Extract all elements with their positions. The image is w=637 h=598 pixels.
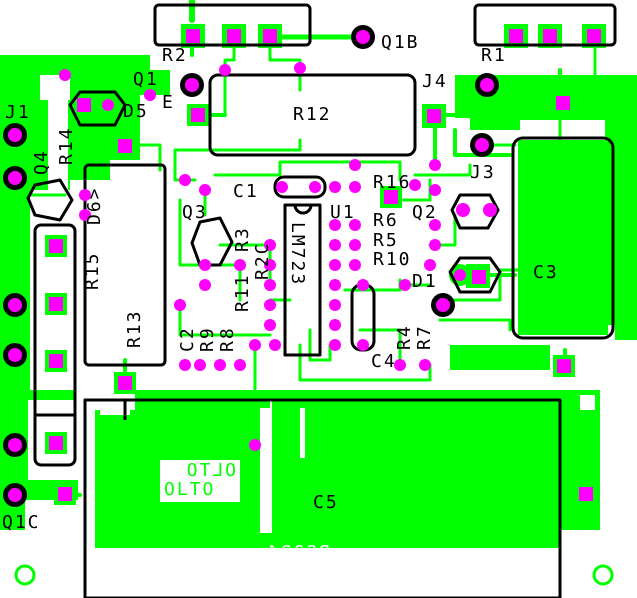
pad-j3[interactable] — [470, 133, 494, 157]
label-d6: D6> — [84, 186, 105, 225]
pad-d1-k[interactable] — [431, 293, 455, 317]
pad-d5-b[interactable] — [102, 99, 114, 111]
pad-q1c[interactable] — [3, 483, 27, 507]
label-ps224: PS224 — [266, 542, 330, 563]
outline-q2 — [450, 193, 500, 230]
label-r6: R6 — [373, 210, 399, 231]
outline-r15 — [33, 223, 77, 467]
mounting-hole-left — [14, 564, 36, 586]
label-e: E — [162, 92, 175, 113]
pad-j4[interactable] — [475, 73, 499, 97]
outline-q4 — [26, 178, 74, 222]
pad-left-a[interactable] — [3, 293, 27, 317]
outline-r2-header — [153, 3, 312, 47]
outline-r13 — [83, 163, 167, 367]
vias — [59, 62, 441, 451]
pad-q1[interactable] — [180, 73, 204, 97]
clearance-5 — [260, 408, 272, 533]
copper-layer — [0, 55, 637, 548]
label-c5: C5 — [313, 492, 339, 513]
clearance-2 — [48, 100, 68, 200]
label-r15: R15 — [82, 251, 103, 290]
label-olto-1: OLTO — [185, 460, 236, 481]
label-r2c: R2C — [252, 241, 273, 280]
label-r16: R16 — [373, 172, 412, 193]
label-r9: R9 — [197, 326, 218, 352]
label-j1: J1 — [5, 102, 31, 123]
outline-q3 — [190, 216, 234, 267]
label-r2: R2 — [162, 45, 188, 66]
label-r10: R10 — [373, 249, 412, 270]
label-c4: C4 — [371, 351, 397, 372]
pad-left-b[interactable] — [3, 343, 27, 367]
label-d1: D1 — [412, 271, 438, 292]
label-r12: R12 — [293, 104, 332, 125]
outline-r1-header — [473, 3, 617, 47]
label-r8: R8 — [217, 326, 238, 352]
label-r7: R7 — [414, 324, 435, 350]
pad-q2-2[interactable] — [483, 203, 497, 217]
label-r3: R3 — [232, 226, 253, 252]
pad-q2-1[interactable] — [456, 203, 470, 217]
label-q3: Q3 — [182, 202, 208, 223]
label-r13: R13 — [124, 309, 145, 348]
olto-mark: OLTO OLTO — [160, 460, 240, 502]
pad-left-c[interactable] — [3, 433, 27, 457]
silkscreen — [26, 3, 617, 598]
label-q2: Q2 — [412, 202, 438, 223]
copper-pour-bottom-band — [140, 395, 600, 435]
pad-d5-sq[interactable] — [77, 98, 91, 112]
label-j3: J3 — [470, 162, 496, 183]
label-q1: Q1 — [133, 69, 159, 90]
pad-d6-sq[interactable] — [118, 139, 132, 153]
outline-d5 — [68, 90, 127, 127]
label-r1: R1 — [481, 45, 507, 66]
copper-pour-c3-neck — [450, 345, 550, 370]
label-c2: C2 — [177, 326, 198, 352]
outline-c3 — [511, 136, 615, 340]
label-q4: Q4 — [31, 149, 52, 175]
clearance-7 — [580, 395, 595, 410]
clearance-6 — [300, 408, 305, 458]
outline-r12 — [208, 73, 417, 157]
copper-pour-left — [0, 55, 170, 530]
label-olto-2: OLTO — [164, 479, 215, 500]
c3-copper-body — [518, 140, 608, 335]
outline-c1 — [273, 175, 327, 199]
label-q1b: Q1B — [381, 32, 420, 53]
label-r14: R14 — [56, 126, 77, 165]
circle-pads — [3, 25, 614, 586]
label-r11: R11 — [232, 273, 253, 312]
outline-lm723 — [283, 203, 322, 357]
pad-q1b[interactable] — [351, 25, 375, 49]
label-j4: J4 — [422, 71, 448, 92]
pad-j1[interactable] — [3, 123, 27, 147]
mounting-hole-right — [592, 564, 614, 586]
label-c1: C1 — [233, 181, 259, 202]
label-r5: R5 — [373, 230, 399, 251]
labels: Q1B R2 R1 Q1 E J4 J1 D5 R12 J3 C1 R16 Q3… — [2, 32, 559, 563]
label-d5: D5 — [123, 101, 149, 122]
label-lm723: LM723 — [287, 222, 308, 286]
outline-d1 — [448, 256, 502, 294]
label-r4: R4 — [394, 324, 415, 350]
outline-c5 — [83, 398, 562, 598]
label-u1: U1 — [330, 202, 356, 223]
pad-j1-2[interactable] — [3, 166, 27, 190]
label-q1c: Q1C — [2, 512, 41, 533]
label-c3: C3 — [533, 262, 559, 283]
